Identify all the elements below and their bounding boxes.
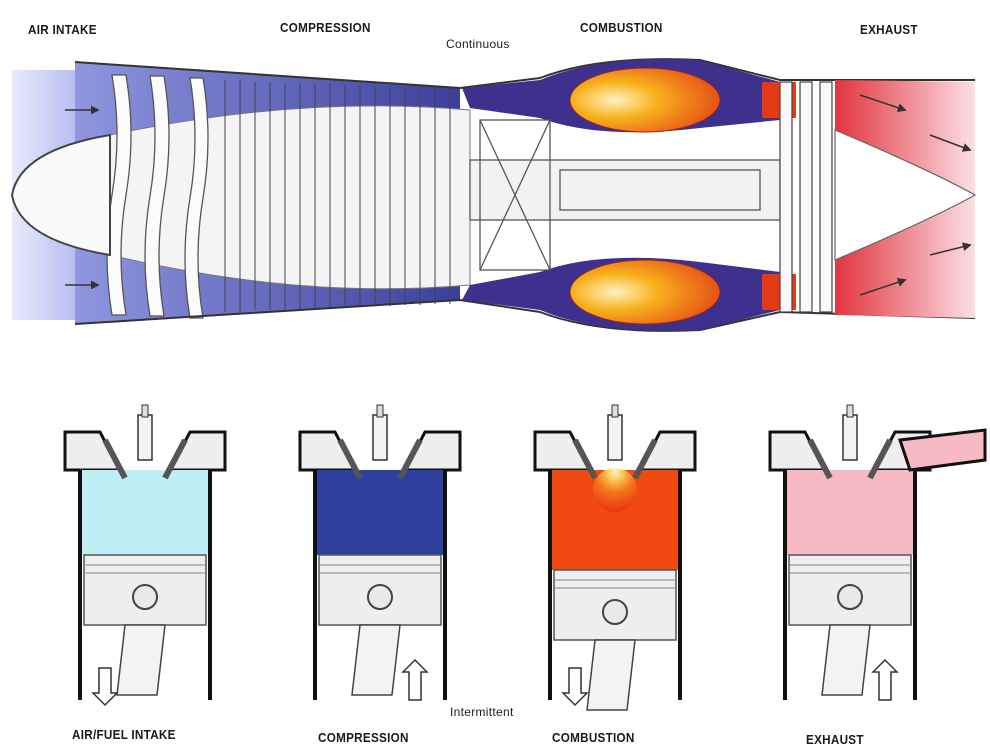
- turbine-stages: [780, 82, 832, 312]
- piston-engine-cycles: [65, 405, 985, 710]
- label-piston-combustion: COMBUSTION: [552, 730, 635, 745]
- label-continuous: Continuous: [446, 37, 510, 51]
- label-combustion: COMBUSTION: [580, 20, 663, 35]
- label-piston-exhaust: EXHAUST: [806, 732, 864, 747]
- cylinder-compression: [300, 405, 460, 700]
- piston-motion-arrow-combustion: [563, 668, 587, 705]
- label-intermittent: Intermittent: [450, 705, 514, 719]
- label-air-intake: AIR INTAKE: [28, 22, 97, 37]
- label-compression: COMPRESSION: [280, 20, 371, 35]
- piston-motion-arrow-exhaust: [873, 660, 897, 700]
- turbine-shaft: [470, 120, 780, 270]
- cylinder-intake: [65, 405, 225, 705]
- cylinder-combustion: [535, 405, 695, 710]
- piston-motion-arrow-intake: [93, 668, 117, 705]
- label-exhaust: EXHAUST: [860, 22, 918, 37]
- label-piston-compression: COMPRESSION: [318, 730, 409, 745]
- piston-motion-arrow-compression: [403, 660, 427, 700]
- jet-engine: [12, 59, 975, 331]
- label-air-fuel-intake: AIR/FUEL INTAKE: [72, 727, 176, 742]
- spark-flash: [593, 468, 637, 512]
